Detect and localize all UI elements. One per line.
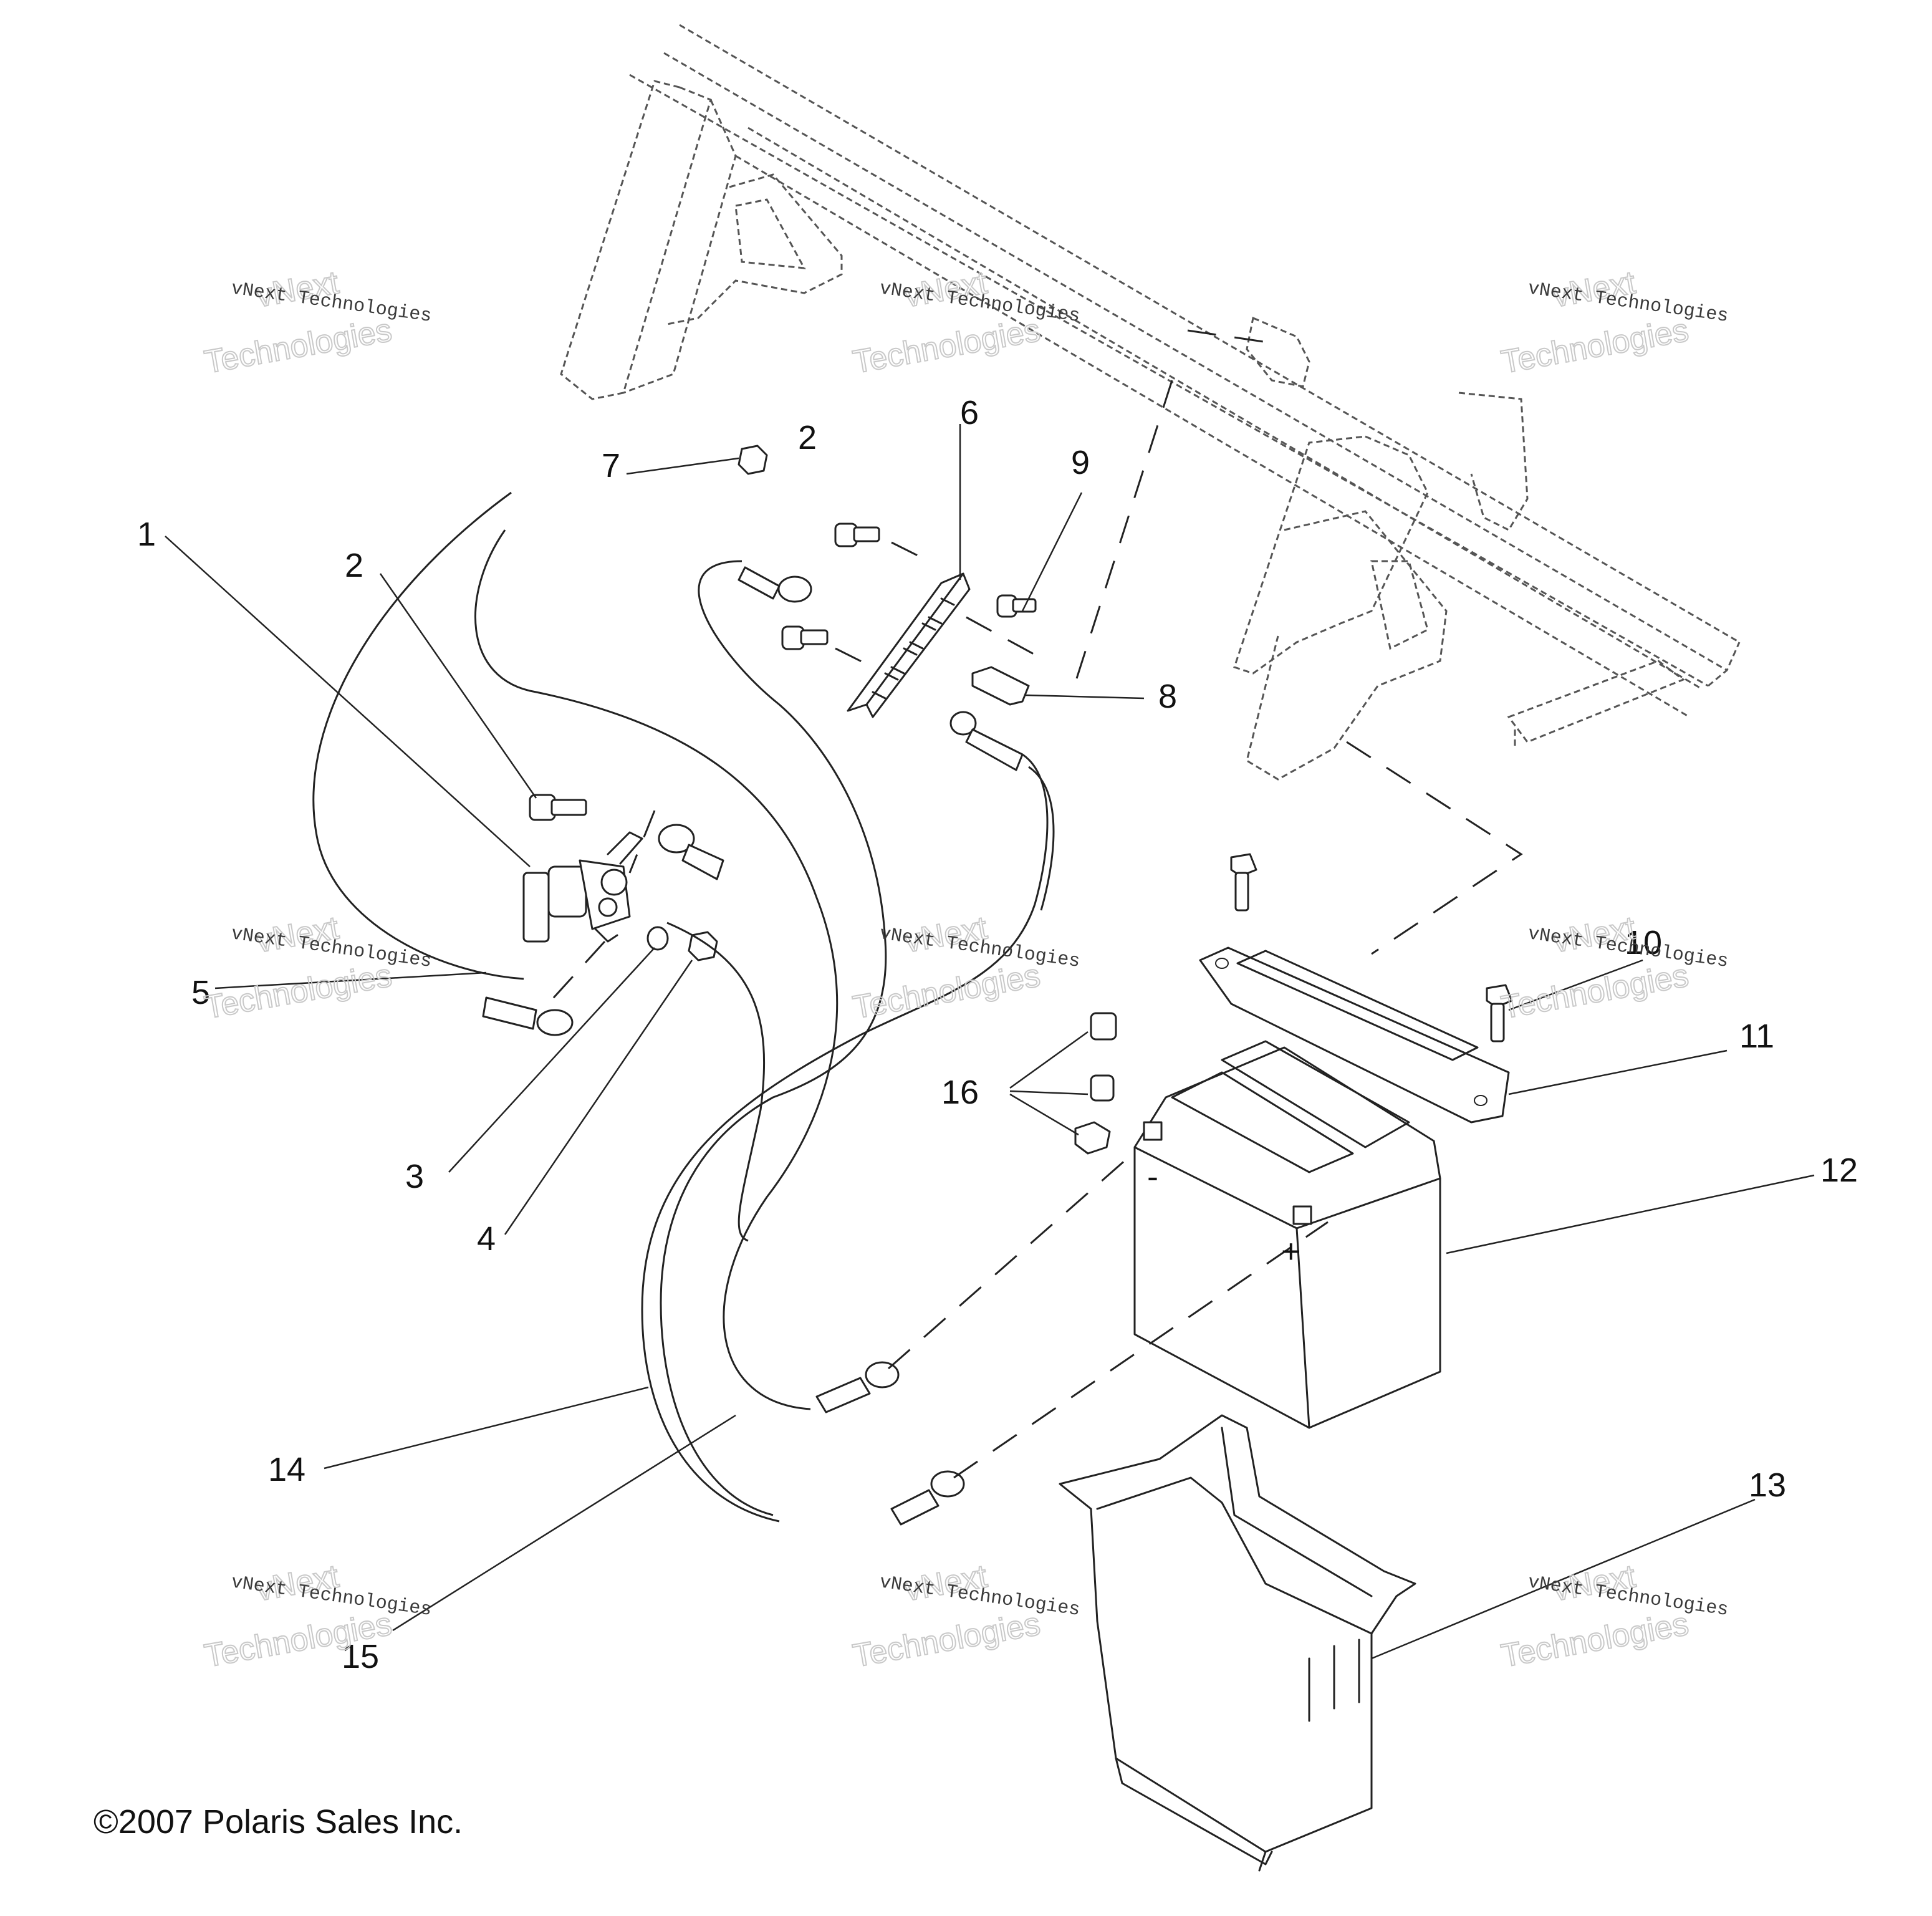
battery-12: - + [1133,1040,1441,1429]
cable-wire-d [666,922,766,1242]
bolt-9 [996,594,1037,618]
guide-line-bolts [891,541,930,562]
callout-15: 15 [342,1638,379,1675]
bolt-10-left [1230,853,1257,912]
callout-5: 5 [191,974,210,1011]
bolt-2-upper [834,522,880,547]
callout-10: 10 [1625,924,1662,961]
nut-4 [688,931,718,961]
guide-line-block [966,616,1036,656]
bracket-8 [971,666,1030,706]
callout-4: 4 [477,1220,496,1258]
svg-text:Technologies: Technologies [202,958,395,1026]
watermark-8: vNext Technologies vNext Technologies [850,1557,1081,1675]
cable-lug-left [482,996,574,1036]
watermark-4: vNext Technologies vNext Technologies [201,909,433,1026]
callout-13: 13 [1749,1466,1786,1504]
svg-text:Technologies: Technologies [1499,958,1691,1026]
callout-11: 11 [1739,1018,1774,1055]
guide-line-frame [1187,329,1272,344]
callout-14: 14 [268,1451,305,1488]
leader-lines [165,424,1815,1660]
callout-12: 12 [1820,1152,1858,1189]
callout-6: 6 [960,394,979,431]
watermark-3: vNext Technologies vNext Technologies [1498,264,1729,381]
solenoid [522,831,643,943]
watermark-7: vNext Technologies vNext Technologies [201,1557,433,1675]
cable-lug-mid [949,711,1024,771]
svg-text:Technologies: Technologies [850,1606,1043,1675]
nut-7 [738,445,768,475]
guide-line-pos-terminal [953,1221,1329,1479]
cable-lug-negative [815,1361,900,1413]
negative-terminal-symbol: - [1147,1158,1158,1195]
cable-14 [641,753,1049,1523]
guide-line-solenoid [628,810,656,874]
watermark-2: vNext Technologies vNext Technologies [850,264,1081,381]
watermark-6: vNext Technologies vNext Technologies [1498,909,1729,1026]
cable-lug-solenoid [658,824,724,880]
guide-line-bolts-2 [835,647,873,668]
callout-9: 9 [1071,444,1090,481]
cable-wire-b [474,529,839,1410]
washer-3 [646,926,669,951]
callout-16: 16 [941,1074,979,1111]
cable-lug-upper [738,566,812,603]
svg-text:Technologies: Technologies [1499,312,1691,381]
callout-7: 7 [602,447,620,484]
watermark-9: vNext Technologies vNext Technologies [1498,1557,1729,1675]
svg-text:Technologies: Technologies [202,312,395,381]
copyright-text: ©2007 Polaris Sales Inc. [94,1803,463,1841]
svg-text:Technologies: Technologies [850,312,1043,381]
frame-crossmember [560,24,1741,781]
battery-box-13 [1059,1414,1416,1872]
callout-2-upper: 2 [798,419,817,456]
callout-8: 8 [1158,678,1177,715]
svg-text:Technologies: Technologies [850,958,1043,1026]
bolt-10-right [1486,984,1513,1042]
hold-down-bracket-11 [1199,946,1510,1124]
svg-text:Technologies: Technologies [1499,1606,1691,1675]
callout-2-left: 2 [345,547,363,584]
cable-wire-a [312,491,524,980]
bolt-2-left [529,794,587,821]
cable-wire-c [660,560,887,1516]
callout-1: 1 [137,516,156,553]
cable-lug-positive [890,1470,965,1526]
hardware-16 [1074,1012,1117,1155]
guide-line-frame-2 [1071,380,1173,693]
callout-3: 3 [405,1158,424,1195]
guide-line-frame-3 [1346,741,1523,955]
positive-terminal-symbol: + [1281,1233,1301,1270]
terminal-block-6 [847,572,971,718]
guide-line-solenoid-2 [541,940,606,1011]
guide-line-neg-terminal [888,1140,1148,1370]
watermark-1: vNext Technologies vNext Technologies [201,264,433,381]
cable-15 [1028,766,1055,911]
bolt-lower-left [781,625,829,650]
